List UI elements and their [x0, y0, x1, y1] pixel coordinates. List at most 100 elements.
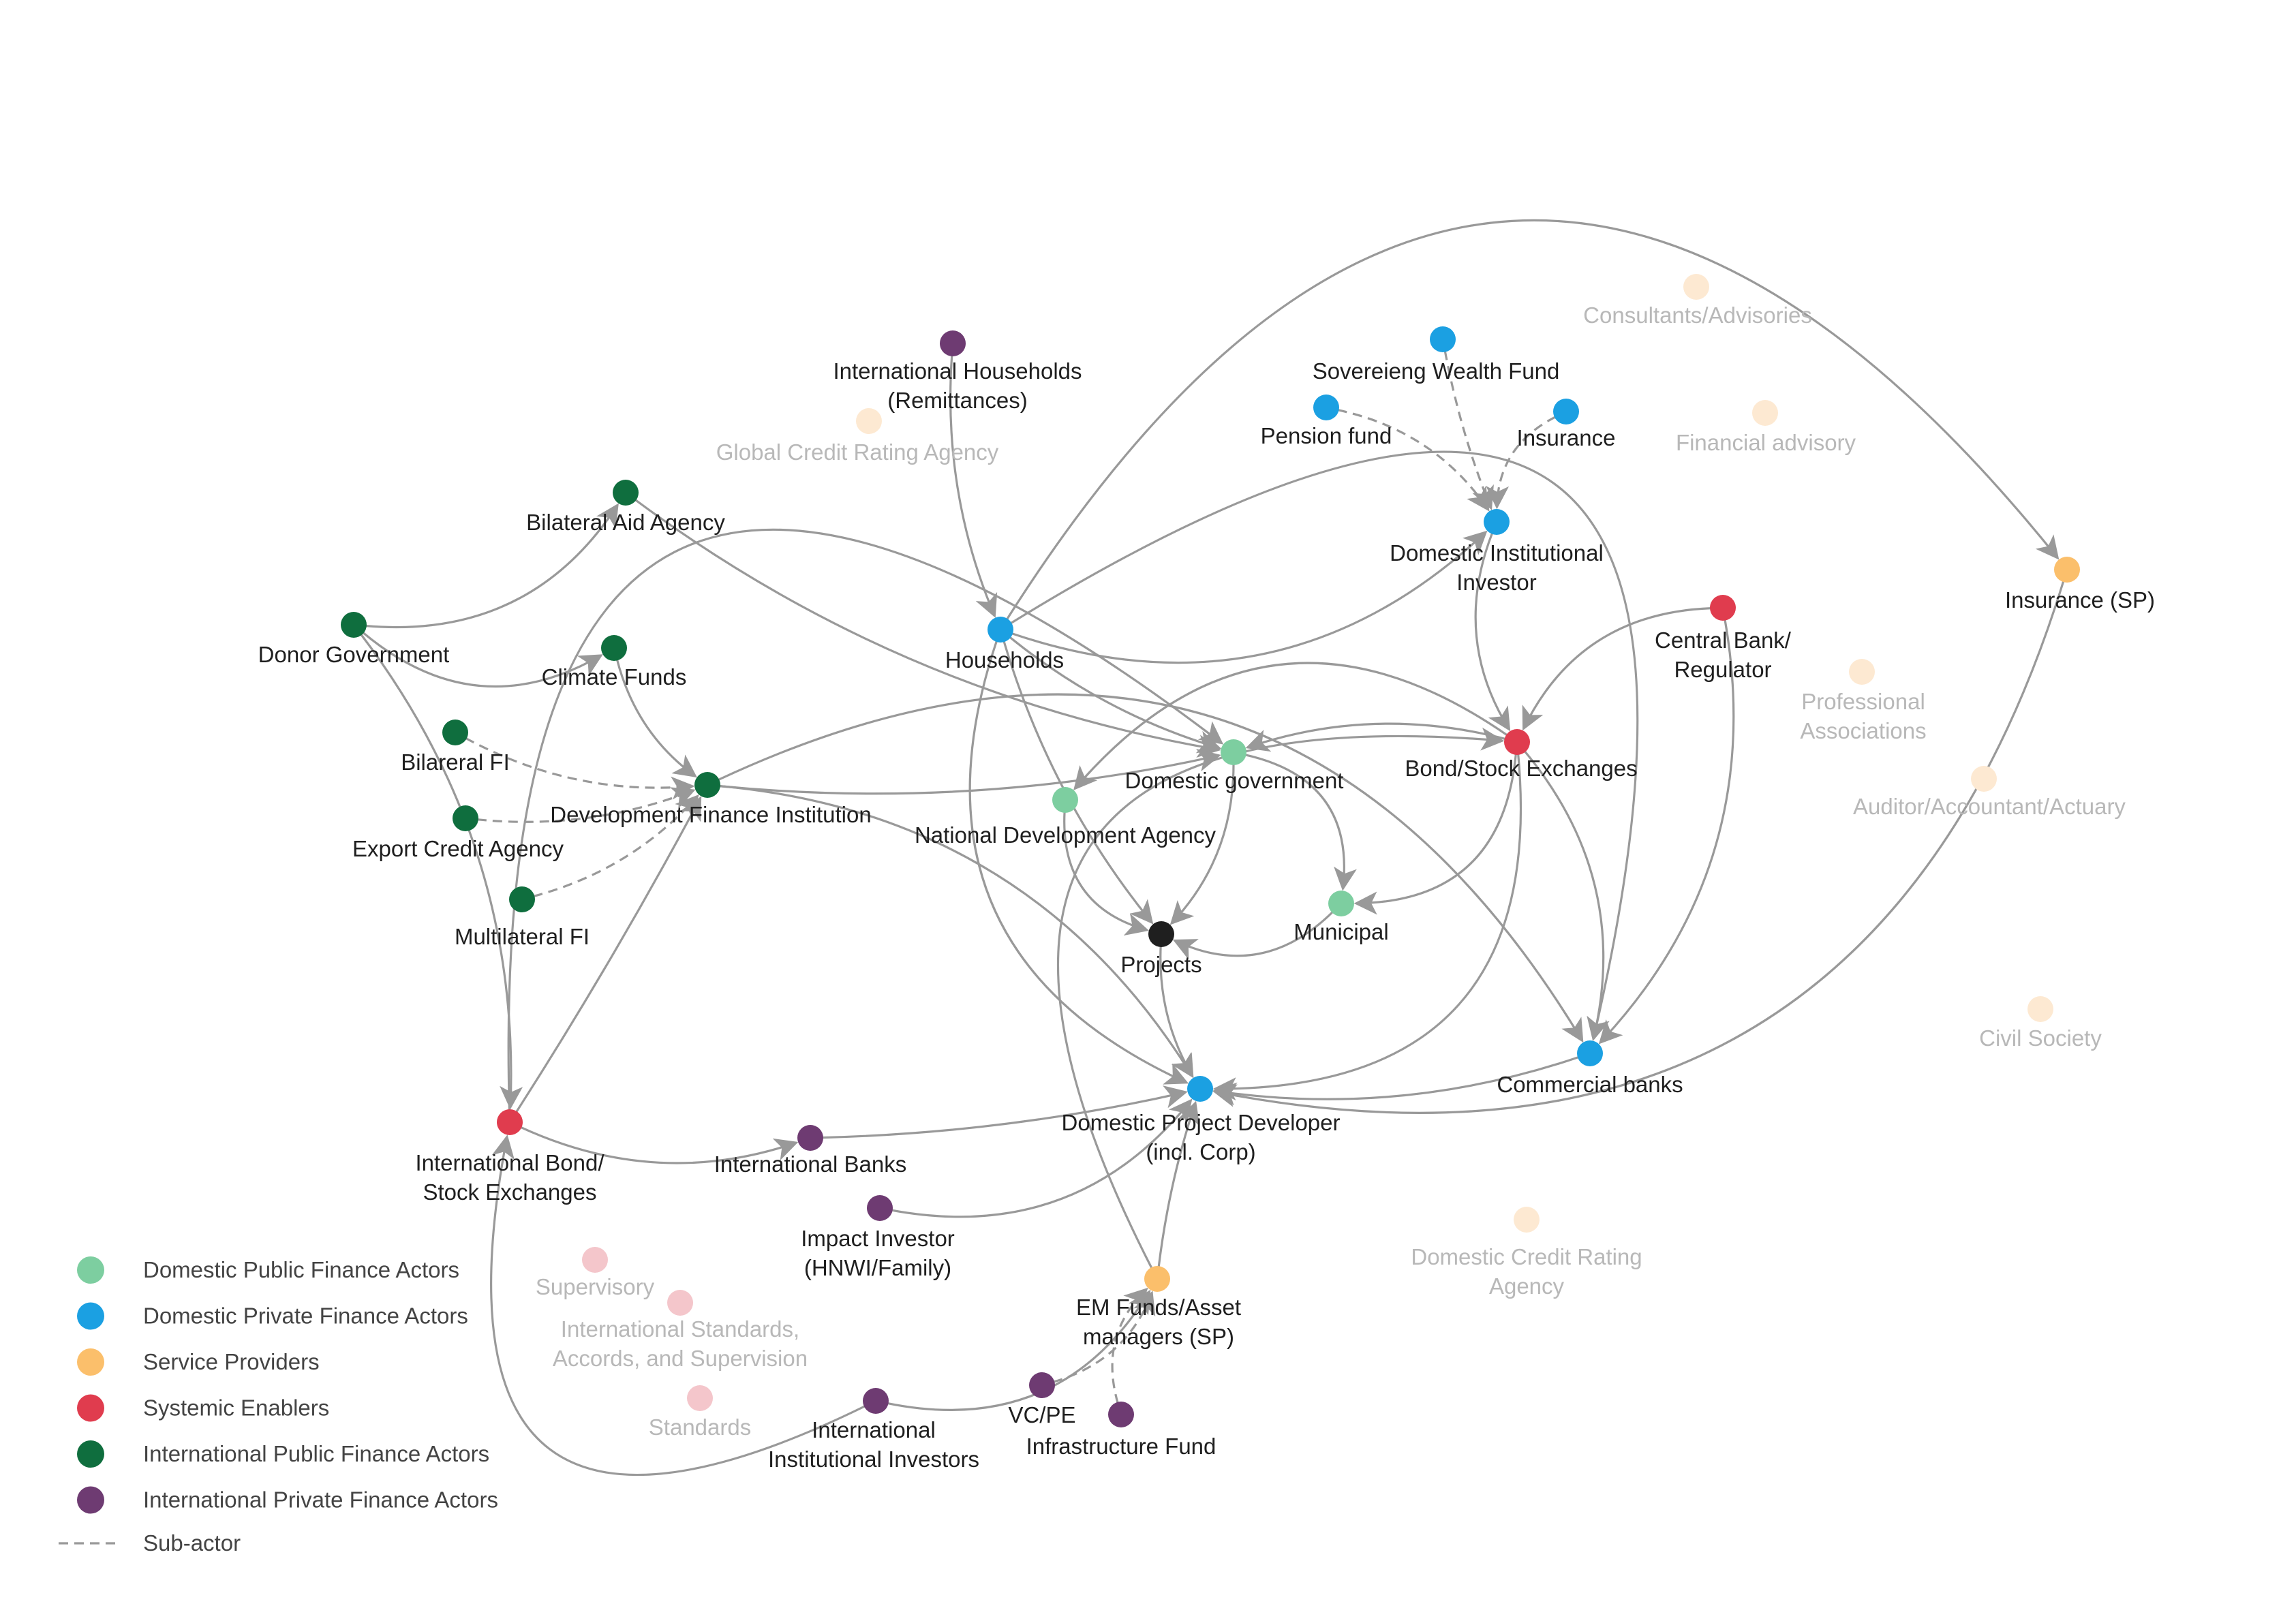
node-prof_assoc[interactable]: [1849, 659, 1875, 685]
node-label-insurance: Insurance: [1517, 425, 1616, 450]
node-label-bilateral_aid: Bilateral Aid Agency: [526, 510, 725, 535]
node-households[interactable]: [988, 617, 1013, 643]
node-label-line: Donor Government: [258, 642, 450, 667]
node-multilateral_fi[interactable]: [509, 886, 535, 912]
edge-donor_gov-to-bilateral_aid: [365, 503, 619, 629]
node-label-line: Commercial banks: [1497, 1072, 1683, 1097]
node-bilateral_fi[interactable]: [442, 720, 468, 745]
node-label-line: Associations: [1800, 718, 1926, 743]
legend-label: Systemic Enablers: [143, 1395, 329, 1421]
node-dom_inst_investor[interactable]: [1484, 509, 1510, 535]
node-label-line: International: [812, 1417, 936, 1442]
node-label-multilateral_fi: Multilateral FI: [455, 924, 590, 949]
node-label-line: EM Funds/Asset: [1076, 1295, 1241, 1320]
node-label-municipal: Municipal: [1294, 919, 1388, 944]
node-label-line: Regulator: [1674, 657, 1771, 682]
node-label-line: Pension fund: [1261, 423, 1392, 448]
node-label-line: Domestic Project Developer: [1062, 1110, 1341, 1135]
edge-bond_stock-to-dpd: [1212, 753, 1522, 1101]
node-commercial_banks[interactable]: [1577, 1040, 1603, 1066]
node-label-intl_banks: International Banks: [714, 1151, 907, 1177]
node-supervisory[interactable]: [582, 1247, 608, 1273]
node-insurance[interactable]: [1553, 399, 1579, 424]
node-intl_banks[interactable]: [797, 1125, 823, 1151]
node-label-line: Sovereieng Wealth Fund: [1313, 358, 1560, 384]
node-dom_gov[interactable]: [1221, 739, 1246, 765]
legend-label: Domestic Private Finance Actors: [143, 1303, 468, 1329]
node-intl_standards[interactable]: [667, 1290, 693, 1316]
node-label-intl_bond: International Bond/Stock Exchanges: [415, 1150, 604, 1205]
node-label-line: Financial advisory: [1676, 430, 1856, 455]
legend-subactor-label: Sub-actor: [143, 1530, 241, 1556]
legend-swatch-intl_public: [77, 1440, 104, 1468]
edge-insurance-to-dom_inst_investor: [1486, 416, 1557, 510]
node-label-insurance_sp: Insurance (SP): [2005, 587, 2155, 613]
node-label-line: Institutional Investors: [768, 1447, 979, 1472]
node-bilateral_aid[interactable]: [613, 480, 639, 506]
edge-bond_stock-to-commercial_banks: [1523, 750, 1610, 1041]
node-label-intl_standards: International Standards,Accords, and Sup…: [553, 1316, 808, 1371]
node-label-line: International Bond/: [415, 1150, 604, 1175]
node-label-line: Infrastructure Fund: [1026, 1434, 1216, 1459]
node-em_funds[interactable]: [1144, 1266, 1170, 1292]
node-label-line: (Remittances): [887, 388, 1027, 413]
edge-households-to-commercial_banks: [1009, 450, 1639, 1041]
node-dpd[interactable]: [1187, 1076, 1213, 1102]
legend-swatch-domestic_private: [77, 1302, 104, 1330]
node-civil_society[interactable]: [2027, 996, 2053, 1022]
node-projects[interactable]: [1148, 921, 1174, 947]
node-intl_inst_investors[interactable]: [863, 1388, 889, 1414]
node-label-global_cra: Global Credit Rating Agency: [716, 439, 999, 465]
node-label-line: Consultants/Advisories: [1583, 303, 1812, 328]
edge-intl_households-to-households: [949, 354, 998, 618]
node-intl_bond[interactable]: [497, 1109, 523, 1135]
node-global_cra[interactable]: [856, 408, 882, 434]
node-auditor[interactable]: [1971, 766, 1997, 792]
edge-households-to-dpd: [968, 640, 1189, 1085]
node-standards[interactable]: [687, 1385, 713, 1411]
node-label-dom_gov: Domestic government: [1125, 768, 1344, 793]
node-insurance_sp[interactable]: [2054, 557, 2080, 583]
node-bond_stock[interactable]: [1504, 729, 1530, 755]
edge-bond_stock-to-municipal: [1353, 753, 1517, 915]
node-dom_cra[interactable]: [1514, 1207, 1540, 1233]
node-label-line: National Development Agency: [915, 822, 1216, 848]
node-dfi[interactable]: [694, 772, 720, 798]
node-sovereign_wf[interactable]: [1430, 326, 1456, 352]
edge-central_bank-to-bond_stock: [1522, 607, 1712, 731]
edge-bond_stock-to-dom_gov: [1245, 722, 1507, 752]
edge-insurance_sp-to-dpd: [1212, 580, 2065, 1114]
node-label-infra_fund: Infrastructure Fund: [1026, 1434, 1216, 1459]
legend-swatch-domestic_public: [77, 1256, 104, 1284]
edge-nda-to-projects: [1063, 811, 1150, 936]
edge-dfi-to-commercial_banks: [717, 693, 1584, 1043]
node-central_bank[interactable]: [1710, 595, 1736, 621]
node-impact_investor[interactable]: [867, 1195, 893, 1221]
edge-bond_stock-to-nda: [1073, 662, 1508, 790]
node-donor_gov[interactable]: [341, 612, 367, 638]
node-infra_fund[interactable]: [1108, 1402, 1134, 1427]
node-label-line: Domestic Credit Rating: [1411, 1244, 1642, 1269]
node-municipal[interactable]: [1328, 891, 1354, 916]
node-label-households: Households: [945, 647, 1064, 673]
node-label-line: International Banks: [714, 1151, 907, 1177]
edge-intl_bond-to-dfi: [515, 796, 702, 1113]
node-export_credit[interactable]: [453, 805, 478, 831]
edge-em_funds-to-dpd: [1157, 1100, 1200, 1268]
node-label-climate_funds: Climate Funds: [542, 664, 687, 690]
node-pension_fund[interactable]: [1313, 395, 1339, 420]
node-nda[interactable]: [1052, 787, 1078, 813]
node-intl_households[interactable]: [940, 330, 966, 356]
node-financial_advisory[interactable]: [1752, 400, 1778, 426]
node-label-line: (HNWI/Family): [804, 1255, 951, 1280]
edge-intl_bond-to-dom_gov: [507, 528, 1224, 1111]
node-label-bilateral_fi: Bilareral FI: [401, 749, 510, 775]
node-consultants[interactable]: [1683, 274, 1709, 300]
legend-label: International Private Finance Actors: [143, 1487, 498, 1513]
node-climate_funds[interactable]: [601, 635, 627, 661]
node-vcpe[interactable]: [1029, 1372, 1055, 1398]
node-label-line: Insurance (SP): [2005, 587, 2155, 613]
